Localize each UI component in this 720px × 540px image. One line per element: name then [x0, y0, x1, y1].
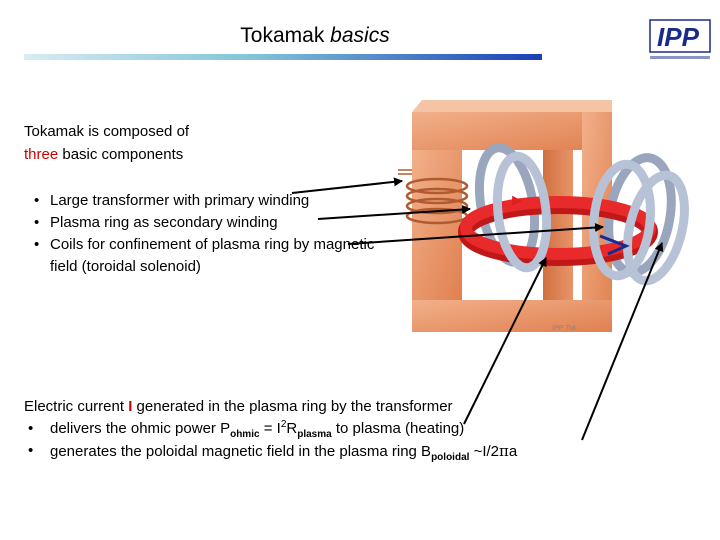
current-symbol: I: [128, 398, 133, 415]
arrow-from-ohmic-power: [463, 257, 547, 425]
poloidal-field-arrow: [599, 234, 630, 256]
logo-frame: [649, 19, 711, 53]
explanation-item-ohmic: • delivers the ohmic power Pohmic = I2Rpl…: [24, 418, 714, 440]
arrow-to-primary-winding: [291, 177, 403, 194]
intro-text: Tokamak is composed of three basic compo…: [24, 120, 189, 166]
bullet-dot: •: [28, 442, 34, 459]
arrow-to-plasma-ring: [317, 205, 471, 220]
ohmic-subscript: ohmic: [230, 429, 260, 440]
pi-symbol: π: [499, 442, 509, 460]
poloidal-prefix: generates the poloidal magnetic field in…: [50, 443, 432, 460]
ohmic-prefix: delivers the ohmic power P: [50, 420, 231, 437]
ohmic-equals: = I: [259, 420, 281, 437]
explanation-lead: Electric current I generated in the plas…: [24, 396, 714, 418]
component-label: Large transformer with primary winding: [50, 192, 310, 209]
ipp-logo: IPP: [649, 19, 711, 59]
arrow-from-poloidal-field: [581, 242, 664, 441]
title-underline-bar: [24, 54, 542, 60]
tf-coil: [623, 170, 689, 286]
winding-turn: [405, 177, 469, 195]
arrow-to-toroidal-coil: [347, 223, 604, 245]
core-top-depth: [412, 100, 612, 112]
ohmic-suffix: to plasma (heating): [331, 420, 465, 437]
figure-label: IPP Tok: [552, 325, 577, 332]
bullet-dot: •: [28, 420, 34, 437]
poloidal-suffix: ~I/2: [469, 443, 500, 460]
explanation-item-poloidal: • generates the poloidal magnetic field i…: [24, 440, 714, 463]
minor-radius-symbol: a: [508, 443, 518, 460]
component-item: • Large transformer with primary winding: [24, 190, 384, 212]
core-left-limb: [412, 150, 462, 300]
intro-line-2-rest: basic components: [58, 146, 184, 163]
bullet-dot: •: [34, 214, 40, 231]
intro-accent-word: three: [24, 146, 59, 163]
intro-line-1: Tokamak is composed of: [24, 123, 190, 140]
lead-prefix: Electric current: [24, 398, 129, 415]
current-explanation: Electric current I generated in the plas…: [24, 396, 714, 463]
component-label: Coils for confinement of plasma ring by …: [50, 236, 375, 275]
bullet-dot: •: [34, 236, 40, 253]
title-word-basics: basics: [330, 24, 390, 47]
ohmic-superscript: 2: [280, 419, 287, 430]
core-top-limb: [412, 112, 612, 150]
page-title: Tokamak basics: [0, 24, 630, 48]
toroidal-coils-front: [492, 151, 689, 286]
tf-coil: [589, 159, 655, 281]
ohmic-resistance: R: [286, 420, 298, 437]
tf-coil: [492, 151, 552, 273]
component-list: •Large transformer with primary winding …: [24, 190, 384, 278]
bullet-dot: •: [34, 192, 40, 209]
winding-leads: [398, 169, 412, 175]
logo-tagline-bar: [650, 56, 710, 59]
plasma-subscript: plasma: [297, 429, 332, 440]
component-item: • Plasma ring as secondary winding: [24, 212, 384, 234]
component-item: • Coils for confinement of plasma ring by…: [24, 234, 384, 278]
winding-turn: [405, 187, 469, 205]
lead-suffix: generated in the plasma ring by the tran…: [132, 398, 453, 415]
poloidal-subscript: poloidal: [431, 452, 470, 463]
component-label: Plasma ring as secondary winding: [50, 214, 278, 231]
intro-line-2: three basic components: [24, 143, 189, 166]
pointer-arrows: [291, 177, 664, 441]
title-word-tokamak: Tokamak: [240, 24, 325, 47]
logo-text: IPP: [657, 22, 700, 52]
